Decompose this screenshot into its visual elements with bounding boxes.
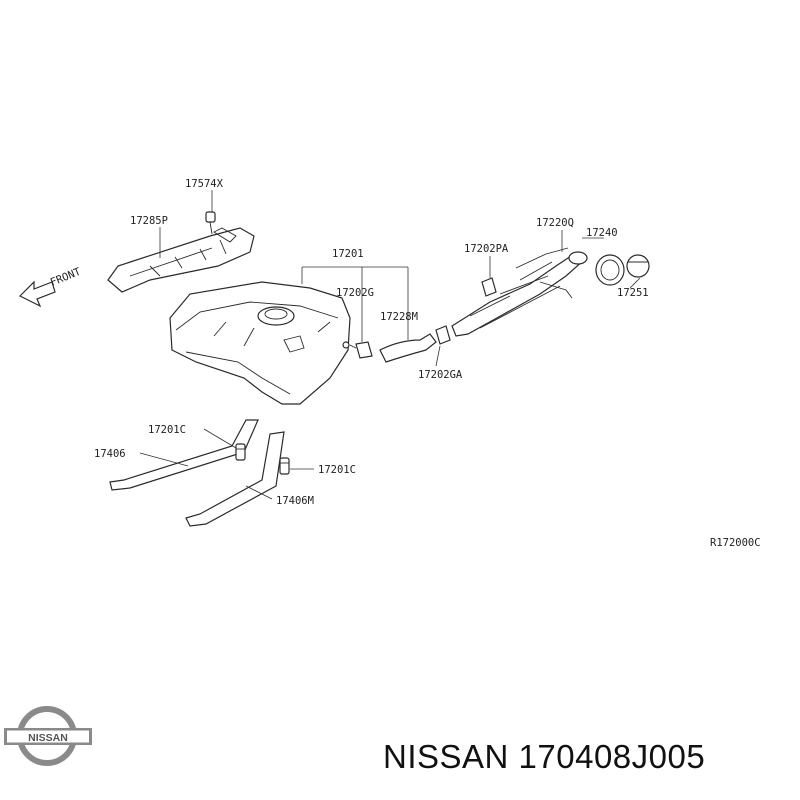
- bracket-17202pa: [481, 277, 497, 297]
- filler-cap-17251: [626, 254, 650, 278]
- footer: NISSAN: [4, 706, 92, 766]
- label-17285p: 17285P: [130, 215, 168, 227]
- label-17228m: 17228M: [380, 311, 418, 323]
- hose-clamp-17202ga: [435, 325, 451, 345]
- filler-tube-17220q: [451, 247, 588, 337]
- label-17201c-right: 17201C: [318, 464, 356, 476]
- tank-strap-17406: [109, 419, 259, 491]
- label-17201c-left: 17201C: [148, 424, 186, 436]
- label-17574x: 17574X: [185, 178, 224, 190]
- logo-text: NISSAN: [28, 732, 68, 744]
- hose-clamp-17202g: [349, 341, 373, 359]
- bolt-17201c-right: [279, 457, 290, 475]
- clip-17574x: [205, 211, 216, 235]
- filler-hose-17228m: [379, 333, 437, 363]
- label-17406: 17406: [94, 448, 126, 460]
- diagram-reference-code: R172000C: [710, 537, 761, 549]
- label-17202ga: 17202GA: [418, 369, 463, 381]
- leader-lines: [139, 190, 641, 500]
- label-17202g: 17202G: [336, 287, 374, 299]
- tank-protector-17285p: [107, 227, 255, 293]
- label-17251: 17251: [617, 287, 649, 299]
- tank-strap-17406m: [185, 431, 285, 527]
- fuel-tank-17201: [169, 281, 351, 405]
- label-17406m: 17406M: [276, 495, 314, 507]
- label-17220q: 17220Q: [536, 217, 574, 229]
- label-17240: 17240: [586, 227, 618, 239]
- seal-ring-17240: [595, 254, 625, 286]
- bolt-17201c-left: [235, 443, 246, 461]
- nissan-logo-icon: NISSAN: [4, 706, 92, 766]
- front-label: FRONT: [49, 266, 83, 289]
- label-17201: 17201: [332, 248, 364, 260]
- part-number-title: NISSAN 170408J005: [383, 738, 706, 775]
- front-direction-arrow: FRONT: [18, 266, 83, 308]
- label-17202pa: 17202PA: [464, 243, 509, 255]
